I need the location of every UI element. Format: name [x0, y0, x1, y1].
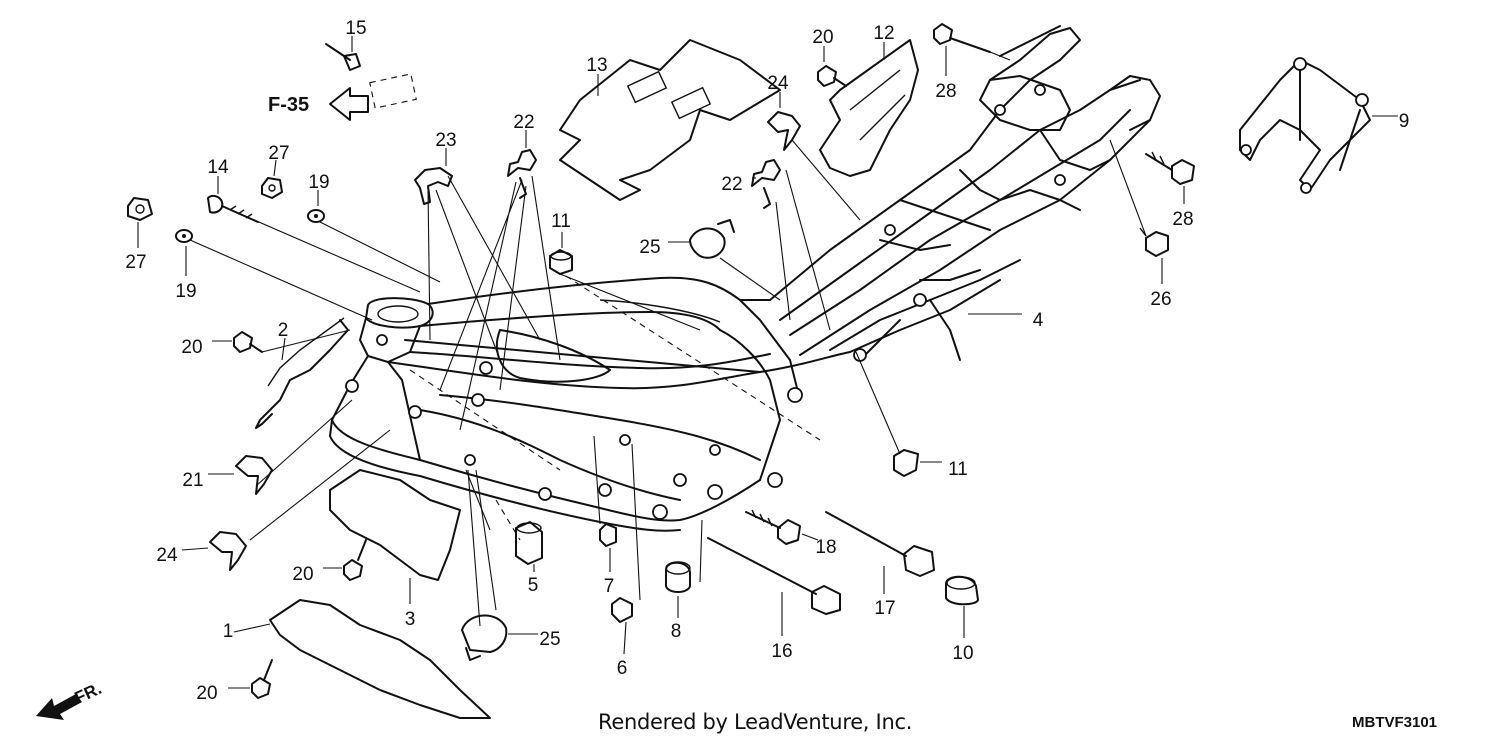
callout-c20c: 20	[292, 564, 313, 585]
bracket-part-9	[1239, 59, 1371, 191]
nut-part-27-lower	[127, 197, 153, 221]
callout-c13: 13	[586, 55, 607, 76]
front-direction-arrow: FR.	[36, 679, 105, 720]
callout-c3: 3	[405, 609, 416, 630]
bolt-part-20-mid	[343, 539, 367, 581]
nut-part-11-upper	[549, 249, 573, 275]
nut-part-6	[611, 597, 633, 623]
reference-arrow: F-35	[268, 73, 417, 121]
nut-part-27-upper	[261, 177, 283, 199]
nut-part-11-lower	[893, 449, 919, 477]
callout-c20d: 20	[196, 683, 217, 704]
callout-c7: 7	[604, 576, 615, 597]
callout-c26: 26	[1150, 289, 1171, 310]
clip-part-23	[414, 167, 453, 205]
plate-part-13	[559, 39, 781, 201]
bolt-part-28-upper	[933, 23, 991, 53]
callout-c20b: 20	[181, 337, 202, 358]
clamp-part-25-lower	[461, 614, 508, 661]
nut-part-7	[599, 523, 617, 547]
bolt-part-16	[707, 537, 841, 615]
leader-lines	[137, 36, 1398, 689]
callout-c2: 2	[278, 320, 289, 341]
clip-part-24-lower	[209, 531, 247, 571]
washer-part-19-lower	[175, 229, 193, 243]
callout-c24b: 24	[156, 545, 178, 566]
callout-c28b: 28	[1172, 209, 1193, 230]
callout-c15: 15	[345, 18, 366, 39]
callout-c25a: 25	[639, 237, 660, 258]
callout-c25b: 25	[539, 629, 560, 650]
bolt-part-28-lower	[1145, 151, 1195, 185]
bolt-part-18	[745, 509, 801, 545]
washer-part-19-upper	[307, 209, 325, 223]
callout-c10: 10	[952, 643, 973, 664]
callout-c1: 1	[223, 621, 234, 642]
collar-part-5	[515, 521, 543, 565]
clip-part-21	[235, 455, 273, 495]
bolt-part-20-top	[817, 65, 847, 87]
clip-part-22-lower	[751, 159, 781, 209]
callout-c27b: 27	[125, 252, 146, 273]
callout-c8: 8	[671, 621, 682, 642]
bracket-part-2	[255, 319, 349, 429]
callout-c20a: 20	[812, 27, 833, 48]
callout-c19a: 19	[308, 172, 329, 193]
bolt-part-17	[825, 511, 935, 577]
callout-c19b: 19	[175, 281, 196, 302]
callout-c24a: 24	[767, 73, 789, 94]
main-frame-body	[329, 25, 1161, 532]
reference-label: F-35	[268, 94, 309, 116]
callout-c16: 16	[771, 641, 792, 662]
callout-c22b: 22	[721, 174, 742, 195]
callout-c6: 6	[617, 658, 628, 679]
clamp-part-25-upper	[689, 219, 735, 259]
callout-c5: 5	[528, 575, 539, 596]
bolt-part-15	[325, 43, 361, 71]
cap-part-10	[945, 575, 979, 606]
callout-c14: 14	[207, 157, 229, 178]
callout-c17: 17	[874, 598, 895, 619]
callout-c11a: 11	[551, 211, 571, 232]
bolt-part-20-bottom	[251, 659, 273, 699]
heat-shield-part-3	[329, 469, 461, 581]
callout-c27a: 27	[268, 143, 289, 164]
callout-c11b: 11	[948, 459, 968, 480]
callout-c21: 21	[182, 470, 203, 491]
bolt-part-20-left	[233, 331, 263, 353]
callout-c4: 4	[1033, 310, 1044, 331]
callout-c9: 9	[1399, 111, 1410, 132]
callout-c18: 18	[815, 537, 836, 558]
callout-c12: 12	[873, 23, 894, 44]
collar-part-8	[665, 561, 691, 593]
clip-part-22-upper	[507, 149, 537, 199]
callout-c23: 23	[435, 130, 456, 151]
diagram-code: MBTVF3101	[1352, 714, 1438, 731]
credit-text: Rendered by LeadVenture, Inc.	[598, 710, 913, 734]
bracket-part-12	[819, 39, 919, 177]
callout-c22a: 22	[513, 112, 534, 133]
under-cover-part-1	[269, 599, 491, 719]
callout-numbers: 1234567891011111213141516171819192020202…	[125, 18, 1409, 704]
callout-c28a: 28	[935, 81, 956, 102]
